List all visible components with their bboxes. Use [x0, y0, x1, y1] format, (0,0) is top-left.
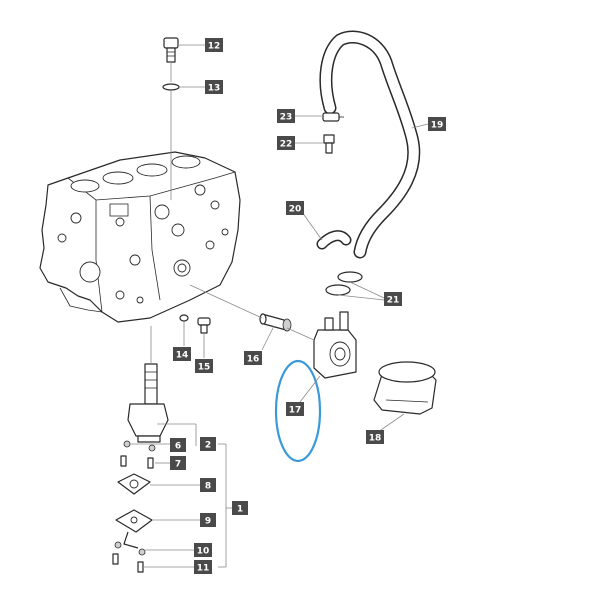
callout-label: 6 [175, 442, 181, 452]
cover-9[interactable] [115, 509, 153, 549]
callout-18[interactable]: 18 [366, 430, 384, 444]
callout-10[interactable]: 10 [194, 543, 212, 557]
clamps-21[interactable] [325, 271, 363, 296]
callout-label: 11 [197, 564, 210, 574]
callout-21[interactable]: 21 [384, 292, 402, 306]
callout-label: 7 [175, 460, 181, 470]
callout-label: 17 [289, 406, 302, 416]
bolt-7[interactable] [120, 455, 154, 469]
callout-17[interactable]: 17 [286, 402, 304, 416]
oil-cooler-17[interactable] [313, 311, 357, 379]
gasket-8[interactable] [117, 473, 151, 495]
sensor-12[interactable] [163, 37, 179, 63]
callout-label: 13 [208, 84, 221, 94]
callout-6[interactable]: 6 [170, 438, 186, 452]
washer-10[interactable] [114, 541, 146, 556]
callout-8[interactable]: 8 [200, 478, 216, 492]
callout-19[interactable]: 19 [428, 117, 446, 131]
hose-19[interactable] [319, 30, 421, 259]
callout-label: 15 [198, 363, 211, 373]
bolt-11[interactable] [112, 553, 144, 573]
callout-2[interactable]: 2 [200, 437, 216, 451]
callout-label: 9 [205, 517, 211, 527]
callout-label: 18 [369, 434, 382, 444]
clamp-23[interactable] [322, 112, 344, 122]
callout-label: 19 [431, 121, 444, 131]
callout-label: 16 [247, 355, 260, 365]
callout-label: 10 [197, 547, 210, 557]
adapter-16[interactable] [259, 313, 292, 332]
callout-23[interactable]: 23 [277, 109, 295, 123]
elbow-20[interactable] [316, 230, 352, 250]
callout-label: 14 [176, 351, 189, 361]
callout-7[interactable]: 7 [170, 456, 186, 470]
callout-12[interactable]: 12 [205, 38, 223, 52]
callout-label: 8 [205, 482, 211, 492]
callout-13[interactable]: 13 [205, 80, 223, 94]
plug-15[interactable] [197, 317, 211, 334]
highlight-ellipse [274, 359, 322, 463]
callout-16[interactable]: 16 [244, 351, 262, 365]
washer-13[interactable] [162, 83, 180, 91]
callout-11[interactable]: 11 [194, 560, 212, 574]
engine-block[interactable] [39, 151, 241, 323]
oil-pickup-2[interactable] [127, 363, 169, 443]
callout-label: 21 [387, 296, 400, 306]
callout-9[interactable]: 9 [200, 513, 216, 527]
callout-20[interactable]: 20 [286, 201, 304, 215]
fitting-22[interactable] [323, 134, 335, 154]
o-ring-14[interactable] [179, 314, 189, 322]
callout-15[interactable]: 15 [195, 359, 213, 373]
callout-label: 12 [208, 42, 221, 52]
callout-1[interactable]: 1 [232, 501, 248, 515]
callout-label: 1 [237, 505, 243, 515]
callout-label: 2 [205, 441, 211, 451]
leader-lines [130, 44, 429, 568]
callout-14[interactable]: 14 [173, 347, 191, 361]
callout-22[interactable]: 22 [277, 136, 295, 150]
callout-label: 20 [289, 205, 302, 215]
callout-label: 22 [280, 140, 293, 150]
oil-filter-18[interactable] [373, 361, 437, 415]
callout-label: 23 [280, 113, 293, 123]
